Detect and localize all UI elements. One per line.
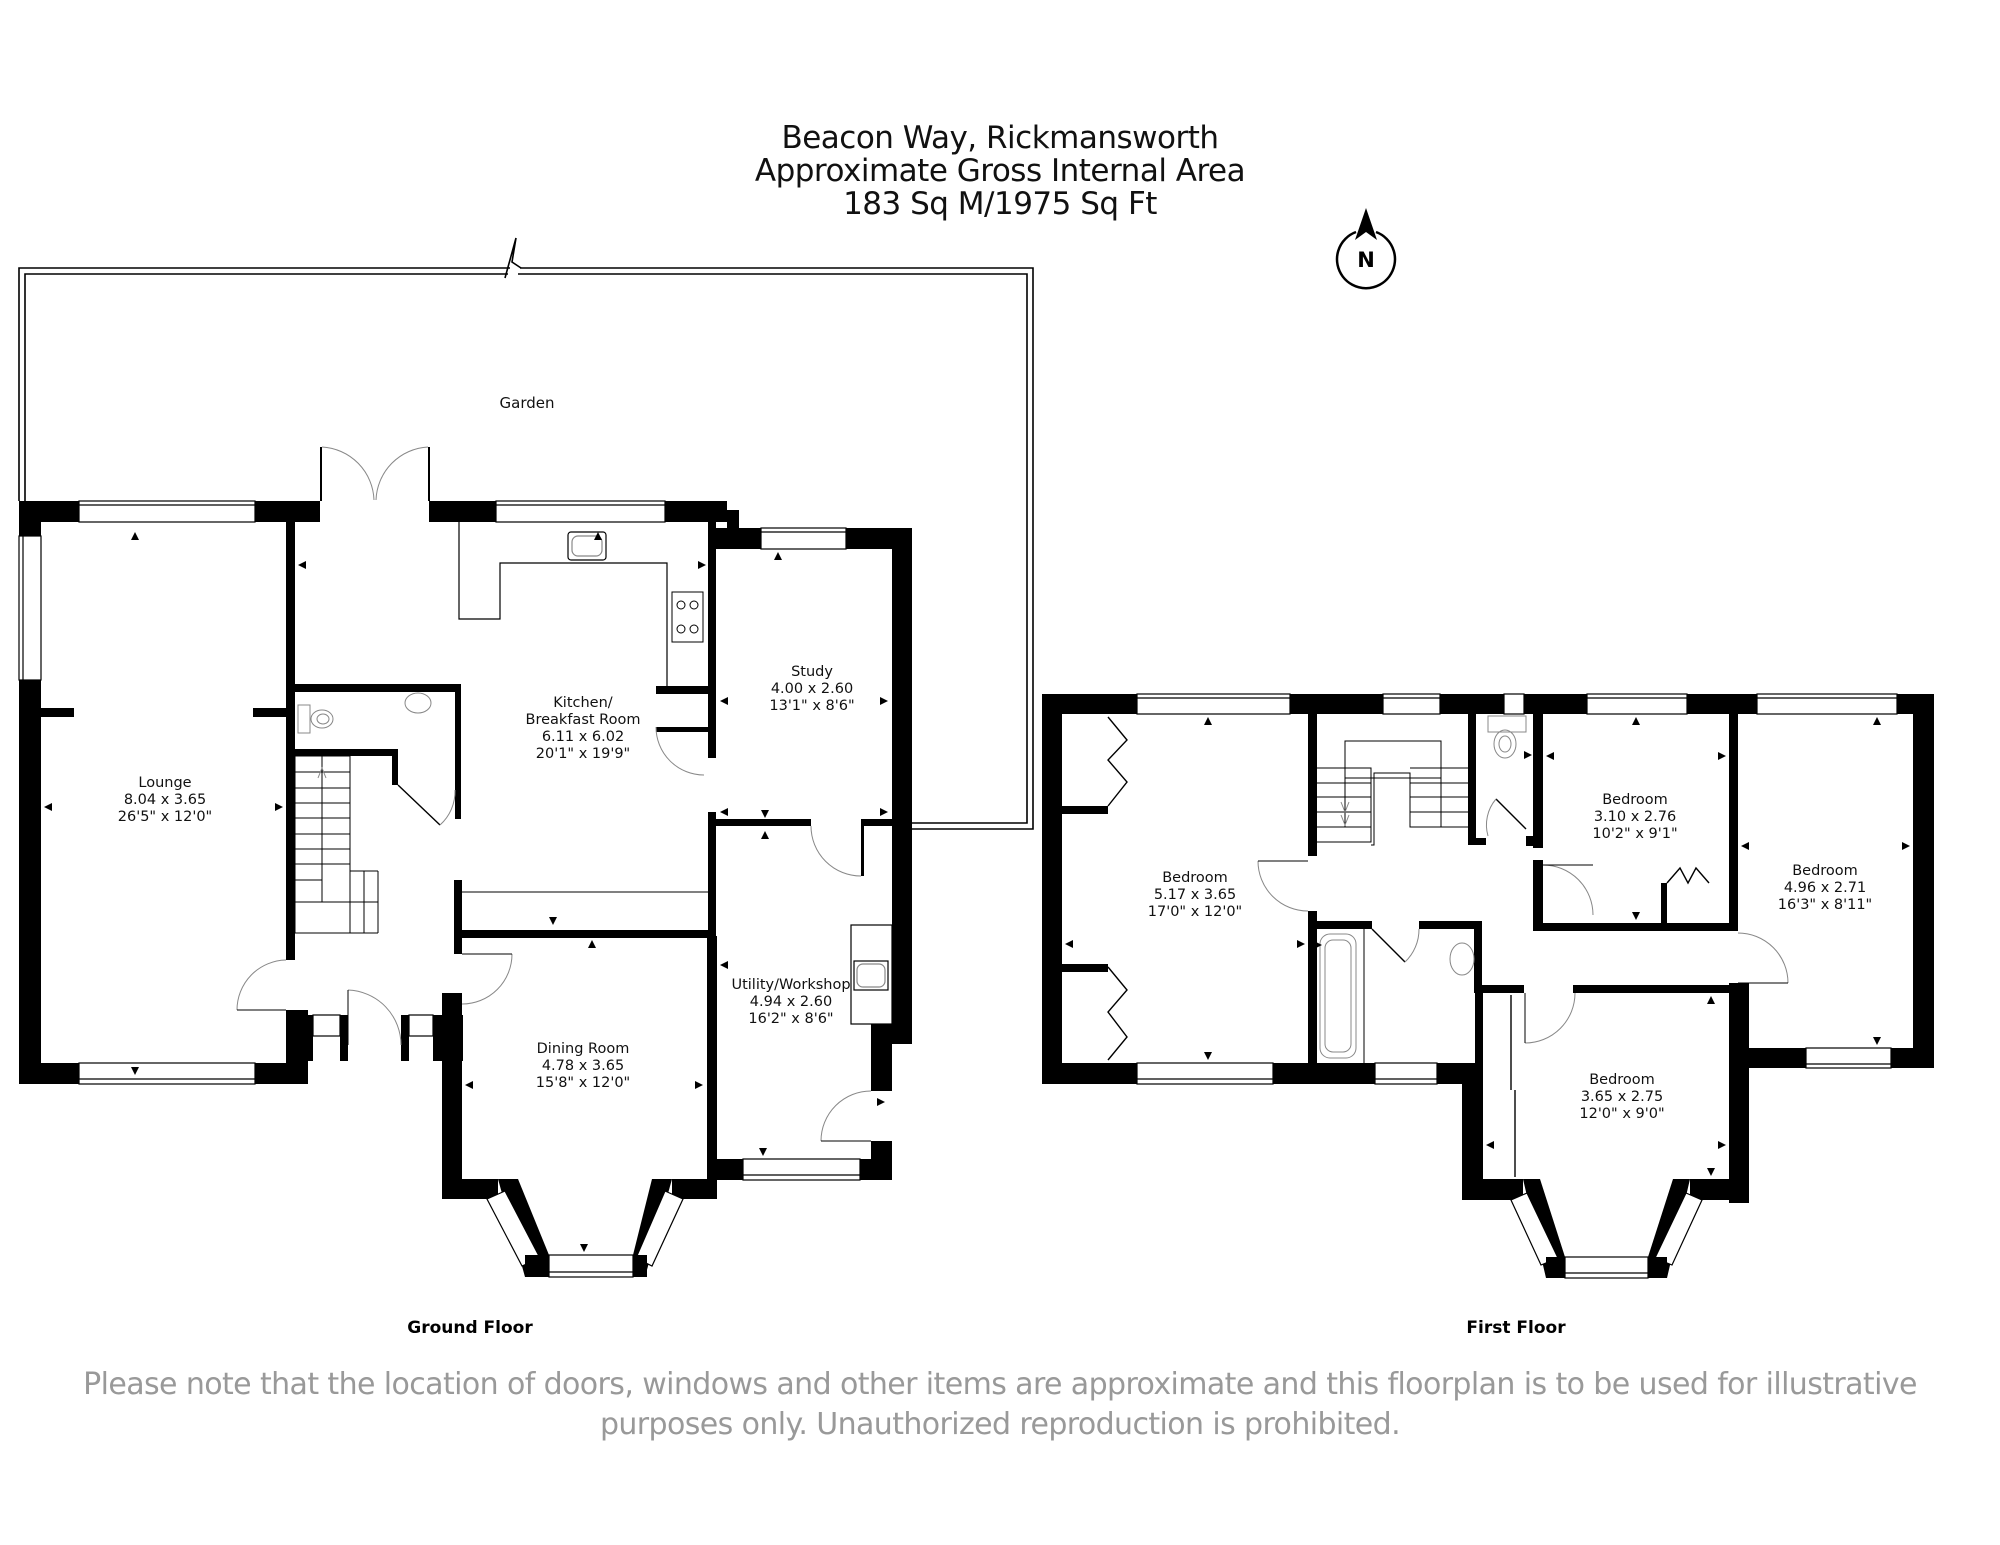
north-arrow-icon [1355,208,1377,240]
wardrobe-doors [1107,716,1710,1177]
bathroom-basin-icon [1449,942,1475,976]
room-name: Bedroom [1602,792,1668,808]
kitchen-fittings [458,522,712,893]
bath-icon [1319,933,1357,1059]
toilet-cistern-icon [297,704,311,734]
room-metric: 4.78 x 3.65 [541,1058,625,1074]
room-bedroom-3: Bedroom 4.96 x 2.71 16'3" x 8'11" [1778,863,1872,914]
ground-floor-plan [18,446,912,1278]
room-imperial: 10'2" x 9'1" [1592,826,1678,842]
room-imperial: 16'2" x 8'6" [748,1011,834,1027]
room-name: Dining Room [536,1041,630,1057]
hob-icon [671,591,704,643]
wc-fittings [297,692,432,734]
room-name: Breakfast Room [525,712,641,728]
ground-floor-doors [236,446,872,1142]
first-floor-label: First Floor [1466,1318,1566,1338]
room-name: Study [791,664,833,680]
room-metric: 3.10 x 2.76 [1593,809,1677,825]
utility-fittings [850,924,893,1025]
ground-floor-stairs [294,755,379,934]
bedroom-bay [1510,1179,1703,1278]
room-imperial: 12'0" x 9'0" [1579,1106,1665,1122]
room-imperial: 17'0" x 12'0" [1147,904,1243,920]
room-name: Bedroom [1162,870,1228,886]
address-line: Beacon Way, Rickmansworth [781,120,1219,156]
plan-title: Beacon Way, Rickmansworth Approximate Gr… [700,122,1300,221]
room-lounge: Lounge 8.04 x 3.65 26'5" x 12'0" [118,775,212,826]
area-value: 183 Sq M/1975 Sq Ft [843,186,1157,222]
wc-cistern-icon [1487,715,1527,733]
room-bedroom-1: Bedroom 5.17 x 3.65 17'0" x 12'0" [1148,870,1242,921]
room-name: Utility/Workshop [731,977,851,993]
room-metric: 5.17 x 3.65 [1153,887,1237,903]
first-floor-plan [1042,693,1934,1279]
first-floor-toilet-icon [1493,729,1517,759]
kitchen-sink-icon [567,531,607,561]
bathroom-fittings [1319,715,1527,1063]
room-dining: Dining Room 4.78 x 3.65 15'8" x 12'0" [536,1041,630,1092]
garden-boundary [18,237,1034,830]
room-name-line1: Kitchen/ [553,695,613,711]
room-kitchen-breakfast: Kitchen/ Breakfast Room 6.11 x 6.02 20'1… [526,695,641,763]
ground-floor-measure-arrows [44,532,888,1252]
room-imperial: 13'1" x 8'6" [769,698,855,714]
first-floor-stairs [1317,740,1468,846]
room-bedroom-2: Bedroom 3.10 x 2.76 10'2" x 9'1" [1592,792,1677,843]
first-floor-doors [1257,798,1789,1044]
boundary-break-symbol [504,237,522,279]
compass [1335,208,1397,290]
room-metric: 8.04 x 3.65 [123,792,207,808]
toilet-icon [310,709,334,729]
room-utility-workshop: Utility/Workshop 4.94 x 2.60 16'2" x 8'6… [731,977,850,1028]
ground-floor-walls [19,447,912,1199]
garden-label: Garden [499,394,555,412]
disclaimer-line-2: purposes only. Unauthorized reproduction… [599,1407,1401,1442]
room-imperial: 16'3" x 8'11" [1777,897,1873,913]
basin-icon [404,692,432,714]
disclaimer: Please note that the location of doors, … [0,1365,2000,1445]
room-metric: 3.65 x 2.75 [1580,1089,1664,1105]
compass-north-label: N [1357,248,1375,272]
room-metric: 4.94 x 2.60 [749,994,833,1010]
room-metric: 6.11 x 6.02 [541,729,625,745]
compass-ring [1335,230,1397,290]
room-imperial: 15'8" x 12'0" [535,1075,631,1091]
room-imperial: 20'1" x 19'9" [535,746,631,762]
disclaimer-line-1: Please note that the location of doors, … [83,1367,1917,1402]
room-name: Bedroom [1792,863,1858,879]
utility-sink-icon [853,960,889,991]
area-label: Approximate Gross Internal Area [754,153,1246,189]
room-metric: 4.00 x 2.60 [770,681,854,697]
room-name: Bedroom [1589,1072,1655,1088]
ground-floor-label: Ground Floor [407,1318,533,1338]
first-floor-windows [1136,693,1898,1279]
room-study: Study 4.00 x 2.60 13'1" x 8'6" [769,664,854,715]
room-bedroom-4: Bedroom 3.65 x 2.75 12'0" x 9'0" [1579,1072,1664,1123]
kitchen-worktop [458,522,668,686]
first-floor-measure-arrows [1065,717,1910,1176]
ground-floor-windows [18,500,861,1278]
room-metric: 4.96 x 2.71 [1783,880,1867,896]
dining-bay [486,1179,684,1277]
room-imperial: 26'5" x 12'0" [117,809,213,825]
first-floor-walls [1042,694,1934,1203]
room-name: Lounge [138,775,192,791]
